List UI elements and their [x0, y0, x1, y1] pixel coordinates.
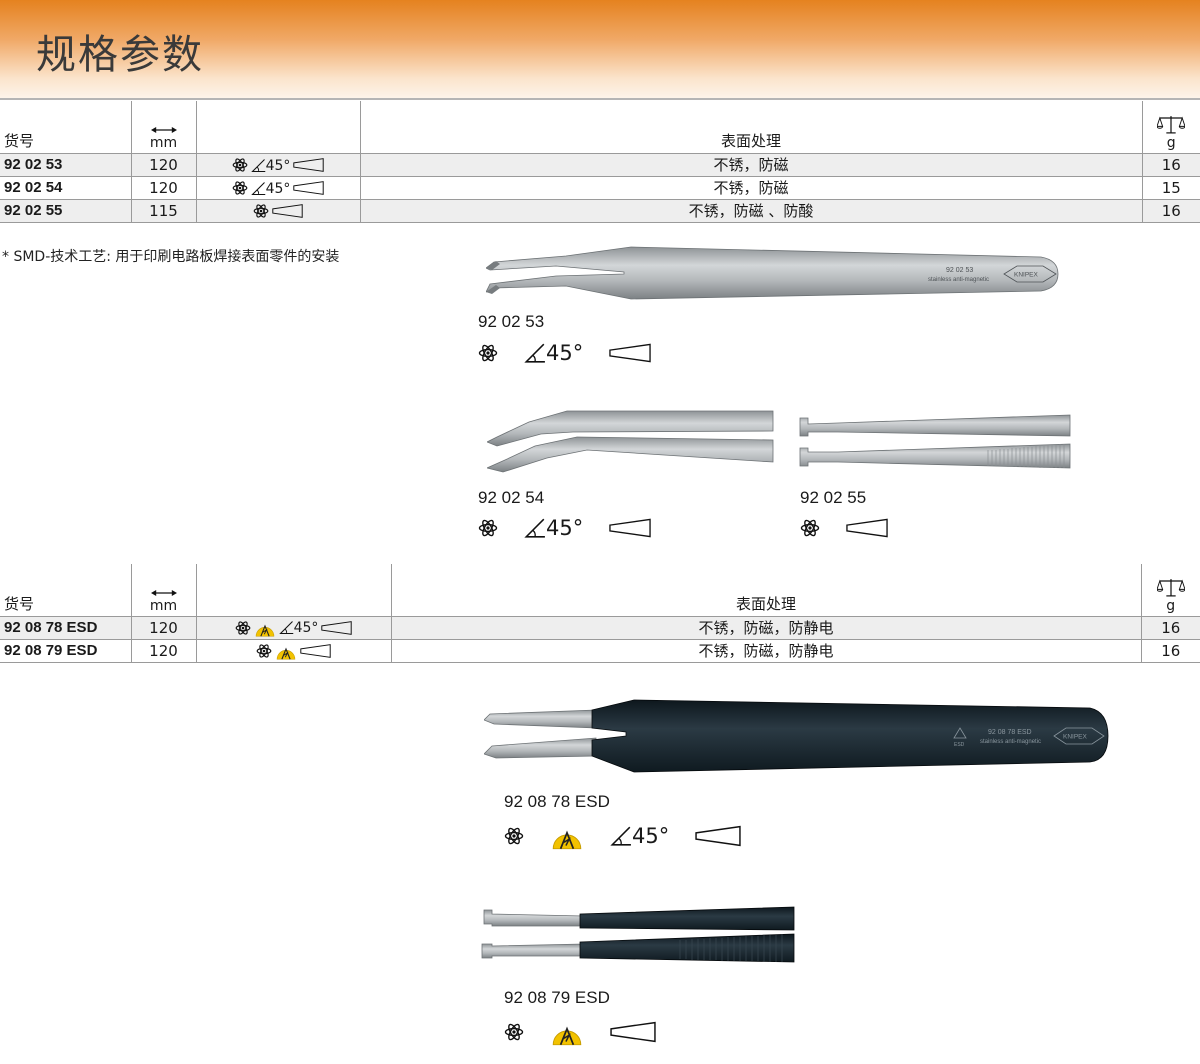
antimagnetic-icon — [478, 517, 498, 539]
esd-warning-icon — [275, 642, 297, 660]
table-row: 92 02 55 115 不锈，防磁 、防酸 16 — [0, 199, 1200, 223]
tweezers-image-92-02-53: 92 02 53 stainless anti-magnetic KNIPEX — [486, 246, 1059, 300]
tweezers-image-92-08-78-esd: ESD 92 08 78 ESD stainless anti-magnetic… — [484, 699, 1109, 773]
col-length-unit: mm — [149, 134, 178, 151]
antimagnetic-icon — [504, 1021, 524, 1043]
tweezers-image-92-02-54 — [487, 410, 774, 473]
product-code: 92 08 78 ESD — [504, 792, 610, 811]
tapered-tip-icon — [272, 204, 303, 218]
svg-text:92 02 53: 92 02 53 — [946, 267, 973, 274]
page-header: 规格参数 — [0, 0, 1200, 100]
angle-icon — [524, 342, 546, 364]
tapered-tip-icon — [300, 644, 331, 658]
tapered-tip-icon — [695, 825, 741, 847]
tapered-tip-icon — [321, 621, 352, 635]
product-code: 92 02 53 — [478, 312, 545, 331]
angle-icon — [524, 517, 546, 539]
balance-scale-icon — [1157, 577, 1185, 598]
tapered-tip-icon — [609, 343, 651, 363]
esd-warning-icon — [550, 1018, 584, 1046]
tapered-tip-icon — [610, 1021, 656, 1043]
col-article: 货号 — [0, 564, 132, 617]
col-surface: 表面处理 — [360, 101, 1143, 154]
col-surface: 表面处理 — [391, 564, 1142, 617]
col-article: 货号 — [0, 101, 132, 154]
tweezers-image-92-08-79-esd — [481, 906, 795, 963]
antimagnetic-icon — [232, 180, 248, 196]
spec-table-1: 货号 mm 表面处理 g 92 02 53 120 45° 不锈，防磁 1 — [0, 101, 1200, 223]
antimagnetic-icon — [253, 203, 269, 219]
table-header: 货号 mm 表面处理 g — [0, 564, 1200, 617]
antimagnetic-icon — [232, 157, 248, 173]
esd-warning-icon — [254, 619, 276, 637]
brand-logo: KNIPEX — [1063, 734, 1088, 741]
footnote: * SMD-技术工艺: 用于印刷电路板焊接表面零件的安装 — [2, 249, 340, 265]
angle-icon — [610, 825, 632, 847]
esd-mark: ESD — [954, 742, 965, 748]
tapered-tip-icon — [293, 181, 324, 195]
table-row: 92 08 79 ESD 120 不锈，防磁，防静电 16 — [0, 639, 1200, 663]
tapered-tip-icon — [846, 518, 888, 538]
length-arrow-icon — [151, 125, 177, 135]
svg-text:92 08 78 ESD: 92 08 78 ESD — [988, 729, 1032, 736]
table-header: 货号 mm 表面处理 g — [0, 101, 1200, 154]
tweezers-image-92-02-55 — [799, 414, 1071, 469]
angle-icon — [251, 158, 266, 173]
table-row: 92 08 78 ESD 120 45° 不锈，防磁，防静电 16 — [0, 616, 1200, 640]
product-code: 92 08 79 ESD — [504, 988, 610, 1007]
antimagnetic-icon — [800, 517, 820, 539]
antimagnetic-icon — [478, 342, 498, 364]
brand-logo: KNIPEX — [1014, 272, 1039, 279]
length-arrow-icon — [151, 588, 177, 598]
col-length-unit: mm — [149, 597, 178, 614]
esd-warning-icon — [550, 822, 584, 850]
table-row: 92 02 54 120 45° 不锈，防磁 15 — [0, 176, 1200, 200]
product-code: 92 02 54 — [478, 488, 545, 507]
page-title: 规格参数 — [36, 32, 204, 78]
col-weight-unit: g — [1166, 597, 1176, 614]
tapered-tip-icon — [293, 158, 324, 172]
antimagnetic-icon — [256, 643, 272, 659]
balance-scale-icon — [1157, 114, 1185, 135]
svg-text:stainless anti-magnetic: stainless anti-magnetic — [928, 277, 989, 283]
spec-table-2: 货号 mm 表面处理 g 92 08 78 ESD 120 45° — [0, 564, 1200, 663]
angle-icon — [279, 620, 294, 635]
antimagnetic-icon — [235, 620, 251, 636]
antimagnetic-icon — [504, 825, 524, 847]
col-weight-unit: g — [1166, 134, 1176, 151]
product-code: 92 02 55 — [800, 488, 867, 507]
svg-text:stainless anti-magnetic: stainless anti-magnetic — [980, 739, 1041, 745]
tapered-tip-icon — [609, 518, 651, 538]
table-row: 92 02 53 120 45° 不锈，防磁 16 — [0, 153, 1200, 177]
angle-icon — [251, 181, 266, 196]
